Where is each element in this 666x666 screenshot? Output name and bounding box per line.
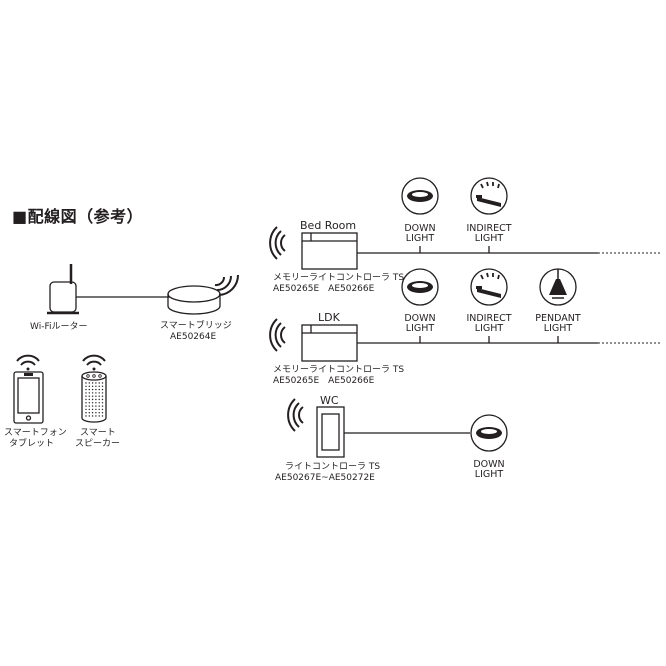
down-light-icon	[401, 268, 439, 306]
wifi-router-icon	[47, 264, 79, 315]
down-light-icon	[470, 414, 508, 452]
pendant-light-icon	[539, 268, 577, 306]
bridge-label-1: スマートブリッジ	[160, 321, 232, 331]
bridge-wifi-icon	[214, 274, 240, 296]
down-light-icon	[401, 177, 439, 215]
phone-label-1: スマートフォン	[4, 428, 67, 438]
smart-speaker-icon	[81, 371, 107, 423]
wc-controller-label-2: AE50267E~AE50272E	[275, 473, 375, 483]
wc-controller-label-1: ライトコントローラ TS	[285, 462, 381, 472]
speaker-wifi-icon	[82, 354, 106, 371]
bridge-label-2: AE50264E	[170, 332, 217, 342]
room-name-bedroom: Bed Room	[300, 219, 357, 232]
router-label: Wi-Fiルーター	[30, 322, 88, 332]
phone-wifi-icon	[16, 354, 40, 371]
bedroom-controller-label-2: AE50265E AE50266E	[273, 284, 375, 294]
speaker-label-2: スピーカー	[75, 439, 121, 449]
phone-label-2: タブレット	[9, 439, 55, 449]
ldk-controller-icon	[301, 324, 358, 362]
bedroom-wifi-icon	[269, 226, 286, 260]
diagram-title: ■配線図（参考）	[12, 207, 144, 226]
smart-bridge-icon	[167, 285, 221, 315]
speaker-label-1: スマート	[80, 428, 116, 438]
wc-wifi-icon	[287, 398, 304, 432]
bedroom-controller-icon	[301, 232, 358, 270]
smartphone-icon	[13, 371, 44, 424]
ldk-wifi-icon	[269, 318, 286, 352]
indirect-light-icon	[470, 268, 508, 306]
room-name-wc: WC	[320, 394, 339, 407]
ldk-controller-label-2: AE50265E AE50266E	[273, 376, 375, 386]
bedroom-controller-label-1: メモリーライトコントローラ TS	[273, 273, 405, 283]
ldk-controller-label-1: メモリーライトコントローラ TS	[273, 365, 405, 375]
indirect-light-icon	[470, 177, 508, 215]
room-name-ldk: LDK	[318, 311, 340, 324]
wc-controller-icon	[316, 406, 345, 458]
